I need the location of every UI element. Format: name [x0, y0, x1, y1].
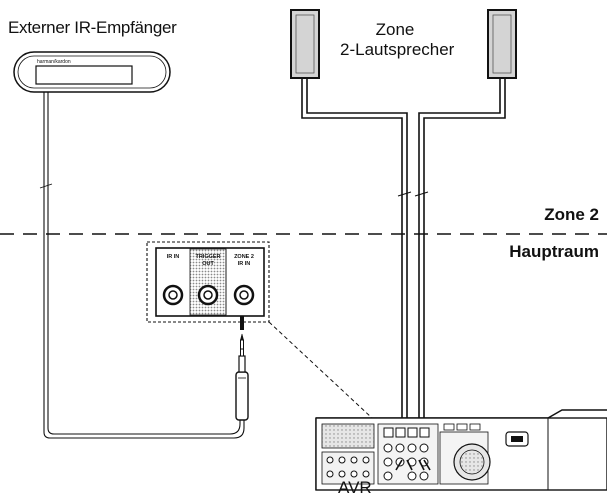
jack-zone2-ir-in: ZONE 2 IR IN	[233, 254, 255, 306]
jack-trigger-out: TRIGGER OUT	[195, 254, 221, 306]
jack-ir-in: IR IN	[162, 254, 184, 306]
jack-zone2-label-1: ZONE 2	[234, 254, 254, 260]
main-room-label: Hauptraum	[509, 242, 599, 261]
speaker-cable-left	[301, 78, 412, 460]
avr-label: AVR	[338, 478, 372, 497]
speaker-cable-right	[414, 78, 506, 460]
ir-receiver-cable	[39, 92, 245, 439]
ir-receiver-device: harman/kardon	[13, 51, 171, 93]
zone-speakers-line1: Zone	[375, 20, 415, 39]
jack-trigger-out-label-1: TRIGGER	[195, 254, 220, 260]
zoom-leader-line	[268, 321, 373, 419]
jack-zone2-label-2: IR IN	[238, 261, 251, 267]
zone-speakers-line2: 2-Lautsprecher	[340, 40, 455, 59]
mini-jack-plug	[235, 333, 249, 421]
ir-receiver-title: Externer IR-Empfänger	[8, 18, 177, 37]
zone-speakers-title: Zone 2-Lautsprecher	[340, 20, 455, 60]
jack-ir-in-label: IR IN	[167, 254, 180, 260]
speaker-cable-terminations	[395, 459, 431, 471]
ir-receiver-brand: harman/kardon	[37, 59, 71, 65]
speaker-right	[487, 9, 517, 79]
speaker-left	[290, 9, 320, 79]
zone2-label: Zone 2	[544, 205, 599, 224]
jack-trigger-out-label-2: OUT	[202, 261, 214, 267]
avr-receiver	[315, 409, 607, 491]
